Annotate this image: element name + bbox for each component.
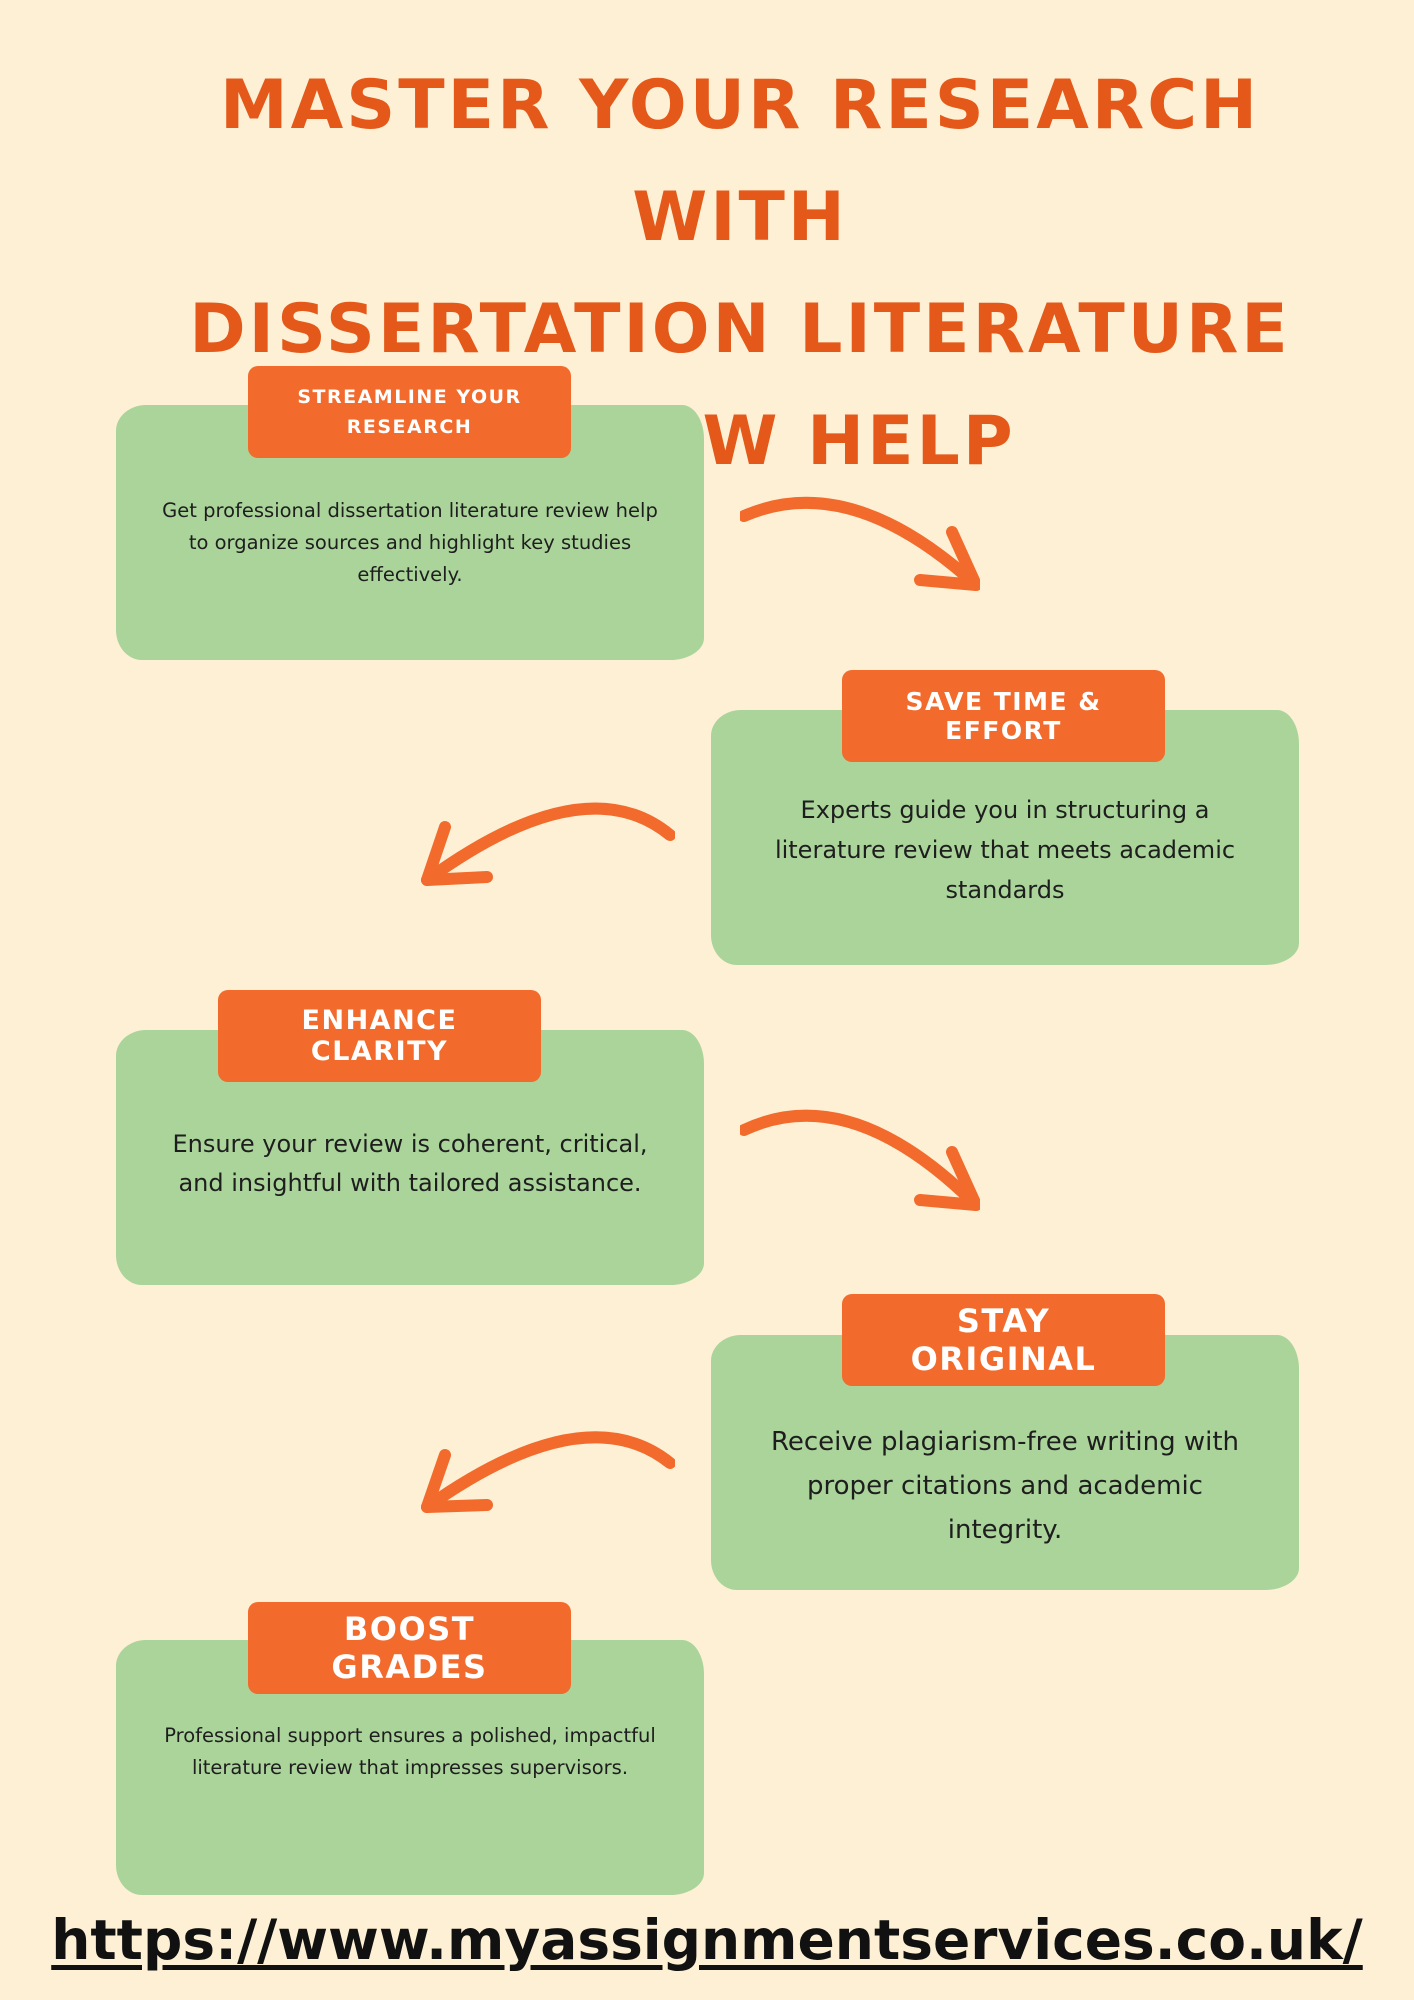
title-line-1: Master Your Research with: [219, 66, 1261, 257]
step-body-boost-grades: Professional support ensures a polished,…: [164, 1724, 656, 1779]
step-heading-save-time: Save Time & Effort: [842, 670, 1165, 762]
step-body-streamline: Get professional dissertation literature…: [162, 499, 658, 586]
step-body-enhance-clarity: Ensure your review is coherent, critical…: [172, 1130, 648, 1197]
curved-arrow-left-icon: [421, 1431, 675, 1513]
step-heading-enhance-clarity: Enhance Clarity: [218, 990, 541, 1082]
step-body-save-time: Experts guide you in structuring a liter…: [774, 796, 1236, 904]
step-body-stay-original: Receive plagiarism-free writing with pro…: [770, 1427, 1240, 1545]
step-heading-boost-grades: Boost Grades: [248, 1602, 571, 1694]
curved-arrow-left-icon: [421, 802, 675, 886]
step-heading-stay-original: Stay Original: [842, 1294, 1165, 1386]
title-line-2: Dissertation Literature: [189, 290, 1291, 369]
step-heading-streamline: Streamline Your Research: [248, 366, 571, 458]
website-link[interactable]: https://www.myassignmentservices.co.uk/: [51, 1908, 1363, 1972]
curved-arrow-right-icon: [740, 496, 980, 591]
curved-arrow-right-icon: [740, 1109, 980, 1211]
